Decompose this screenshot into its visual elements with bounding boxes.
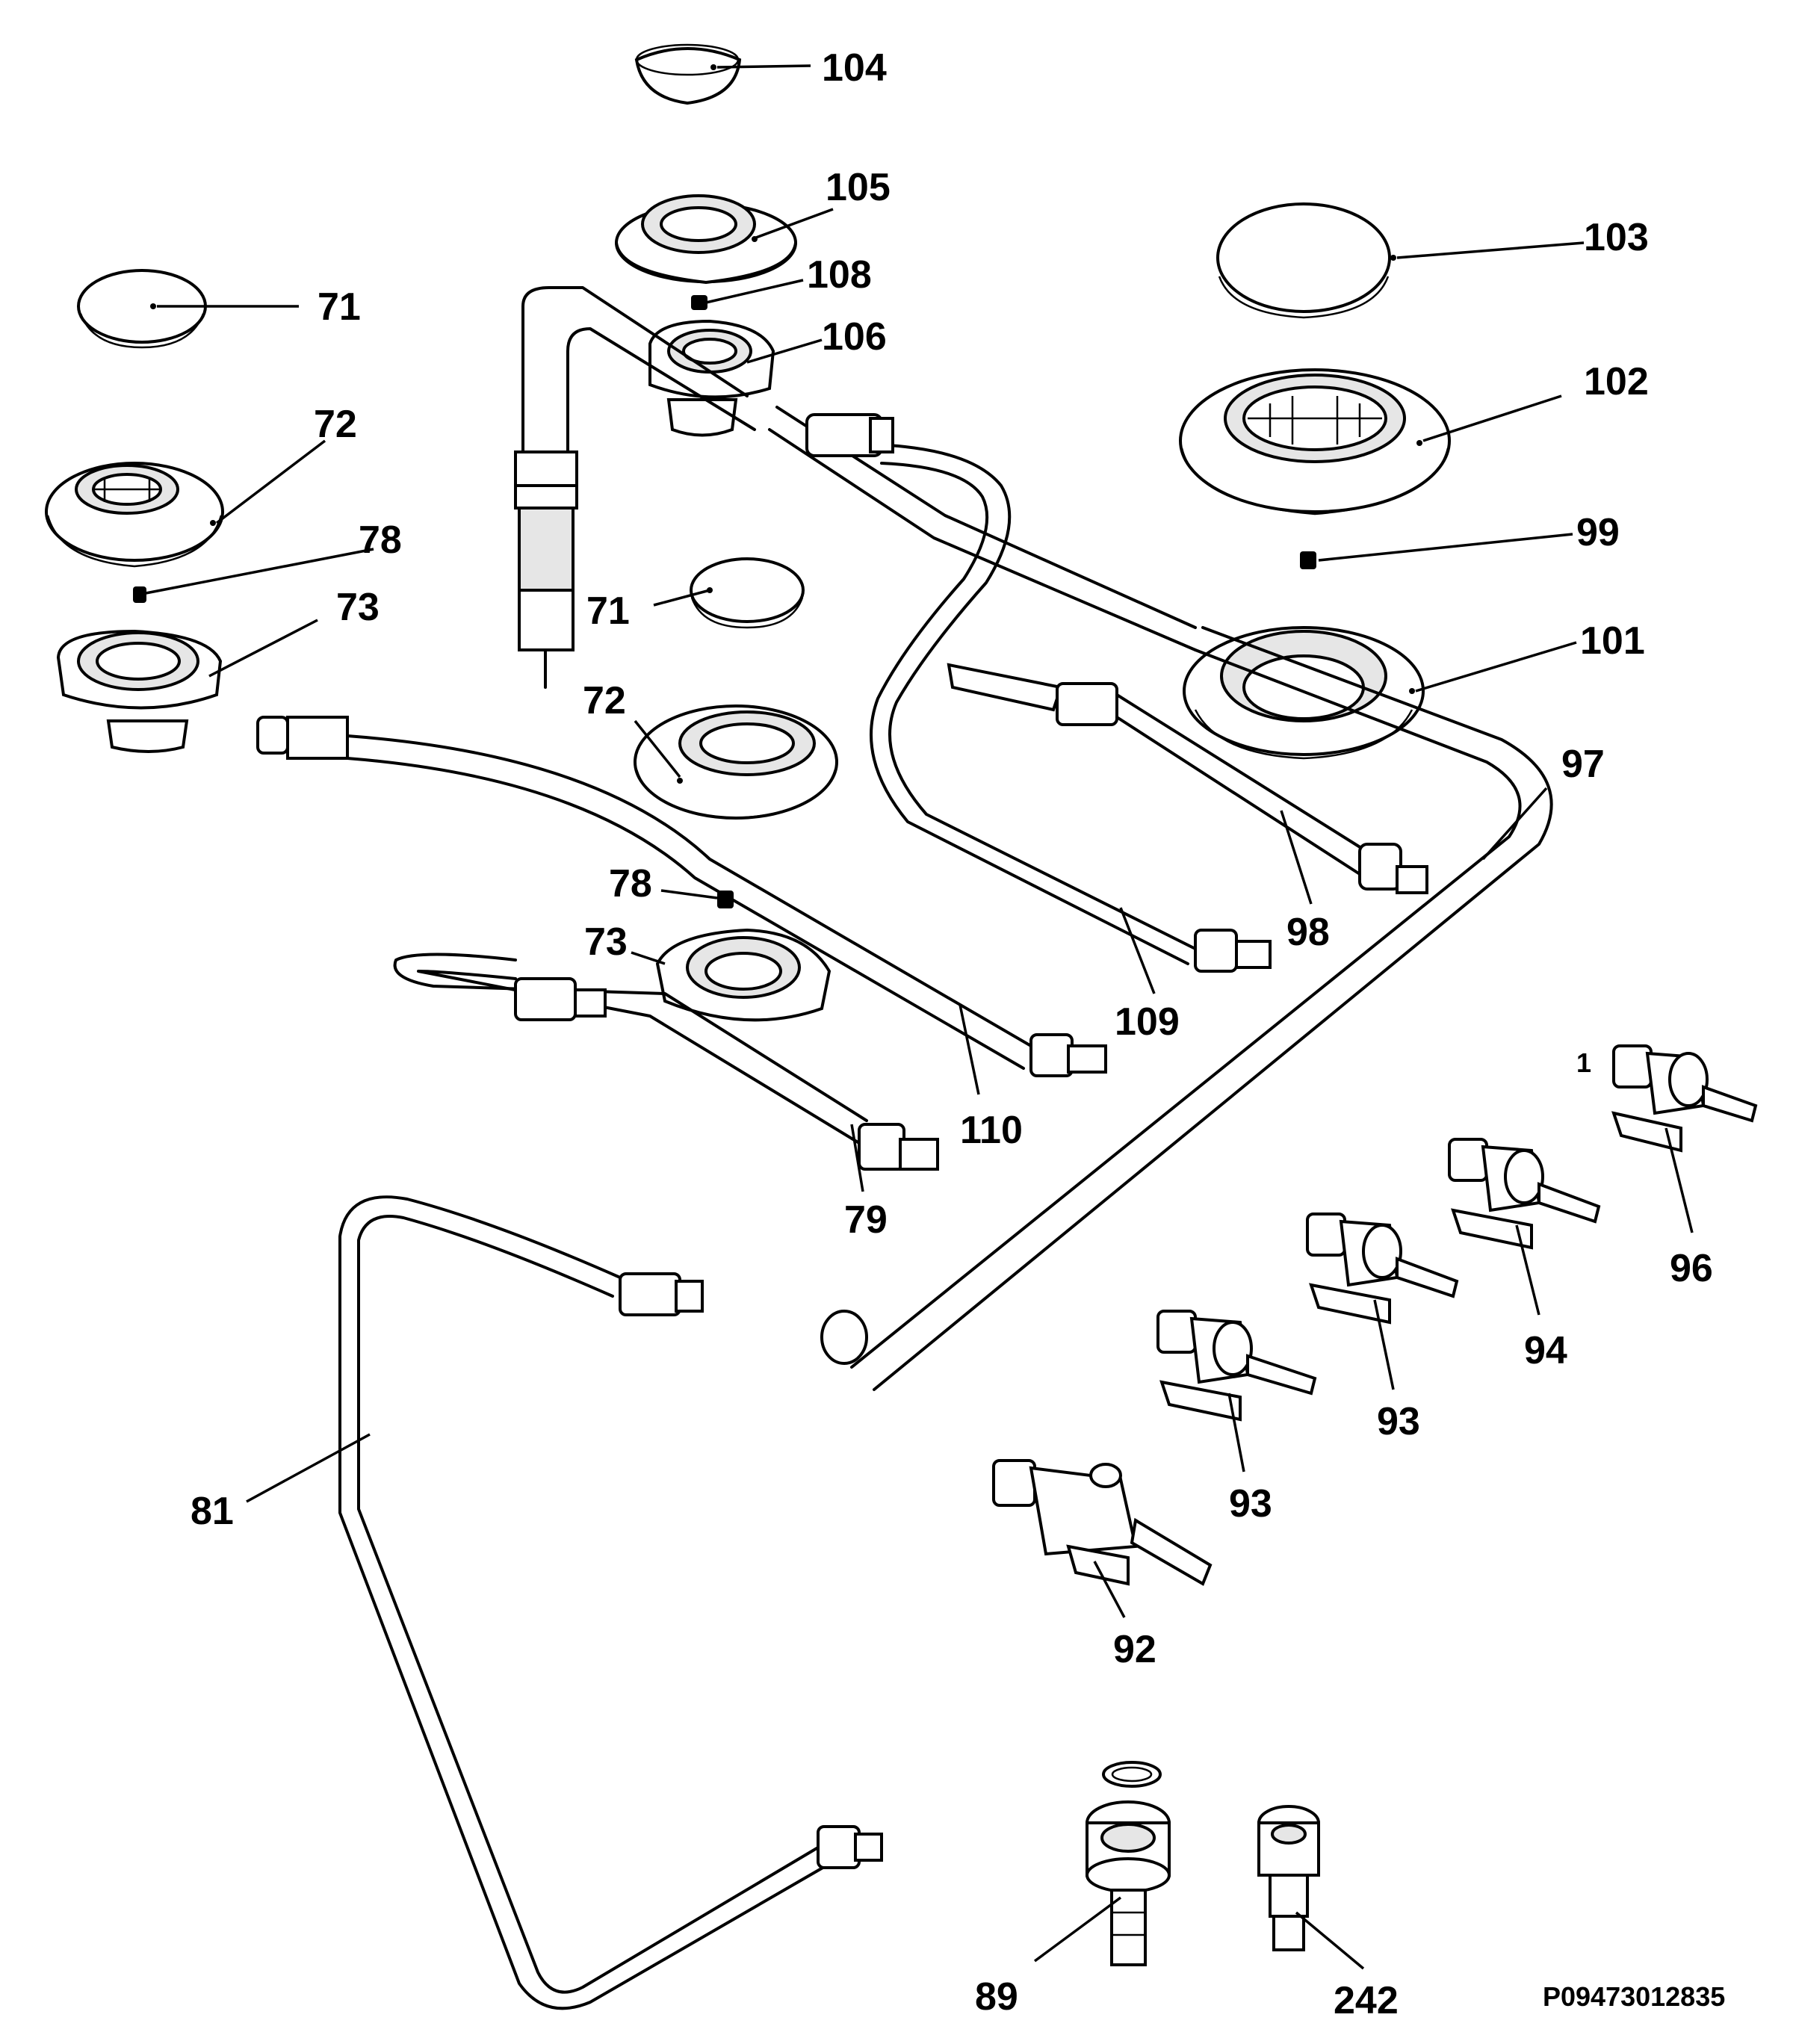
callout-89: 89	[975, 1975, 1018, 2019]
callout-97: 97	[1561, 743, 1605, 786]
gas-tap-93-upper	[1306, 1213, 1459, 1325]
gas-tap-96	[1611, 1044, 1758, 1153]
gas-tap-92	[992, 1459, 1213, 1586]
callout-92: 92	[1113, 1628, 1156, 1671]
callout-78-center: 78	[609, 862, 652, 905]
burner-crown-105	[615, 194, 797, 285]
burner-crown-72-center	[634, 704, 838, 820]
burner-cap-103	[1216, 202, 1396, 319]
callout-93-upper: 93	[1377, 1400, 1420, 1443]
callout-109: 109	[1115, 1000, 1180, 1044]
callout-94: 94	[1524, 1329, 1567, 1372]
supply-pipe-vertical	[514, 286, 756, 689]
callout-98: 98	[1286, 911, 1330, 954]
burner-base-73-center	[655, 928, 832, 1022]
pipe-79	[393, 953, 939, 1171]
callout-101: 101	[1580, 619, 1645, 663]
callout-72-left: 72	[314, 403, 357, 446]
gas-rail-97	[820, 626, 1553, 1391]
burner-cap-71-left	[77, 269, 207, 349]
callout-71-left: 71	[318, 285, 361, 329]
pipe-98	[947, 663, 1428, 894]
burner-base-106	[648, 319, 775, 437]
seal-ring	[1102, 1761, 1162, 1788]
pipe-81	[338, 1195, 883, 2010]
callout-99: 99	[1576, 511, 1620, 554]
callout-73-center: 73	[584, 920, 628, 964]
inlet-union-89	[1086, 1800, 1171, 1966]
burner-base-73-left	[56, 629, 223, 753]
leader-lines	[141, 64, 1694, 1970]
pipe-110	[256, 716, 1107, 1077]
callout-93-lower: 93	[1229, 1482, 1272, 1526]
callout-71-center: 71	[586, 589, 630, 633]
callout-242: 242	[1334, 1979, 1399, 2022]
callout-96: 96	[1670, 1247, 1713, 1290]
burner-cap-104	[634, 43, 742, 105]
callout-106: 106	[822, 315, 887, 359]
callout-108: 108	[807, 253, 872, 297]
callout-72-center: 72	[583, 679, 626, 722]
jet-108	[691, 295, 707, 310]
burner-crown-102	[1179, 368, 1451, 515]
drawing-code: P09473012835	[1543, 1981, 1725, 2012]
callout-79: 79	[844, 1198, 888, 1242]
callout-104: 104	[822, 46, 887, 90]
callout-73-left: 73	[336, 586, 380, 629]
gas-tap-93-lower	[1156, 1310, 1317, 1422]
jet-99	[1300, 551, 1316, 569]
callout-1: 1	[1576, 1047, 1591, 1078]
callout-labels: 104 105 108 106 103 102 99 101 97 98 109…	[191, 46, 1725, 2022]
callout-105: 105	[826, 166, 891, 209]
jet-78-center	[717, 891, 734, 908]
pipe-109	[805, 413, 1272, 973]
burner-crown-72-left	[45, 462, 224, 568]
callout-78-left: 78	[359, 518, 402, 562]
gas-tap-94	[1448, 1138, 1601, 1250]
callout-102: 102	[1584, 360, 1649, 403]
inlet-adaptor-242	[1257, 1805, 1320, 1951]
callout-110: 110	[960, 1109, 1023, 1152]
burner-cap-71-center	[690, 557, 805, 629]
callout-81: 81	[191, 1490, 234, 1533]
callout-103: 103	[1584, 216, 1649, 259]
jet-78-left	[133, 586, 146, 603]
